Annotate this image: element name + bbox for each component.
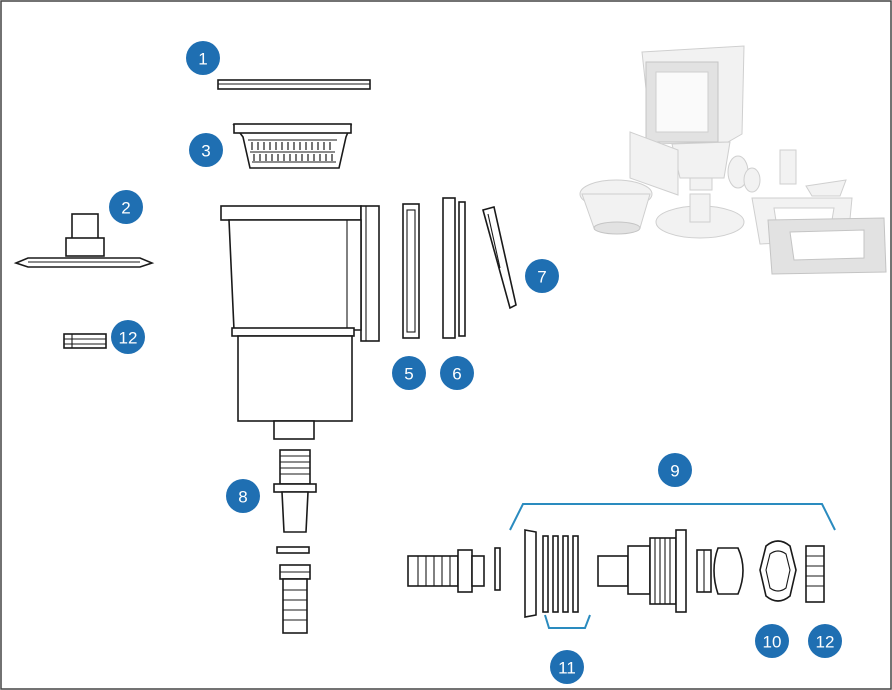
badge-part-9: 9 <box>658 453 692 487</box>
badge-part-10: 10 <box>755 624 789 658</box>
part-faceplate-6 <box>442 197 466 339</box>
badge-part-12-left: 12 <box>111 320 145 354</box>
bracket-part-11 <box>544 614 591 629</box>
part-lid <box>217 79 371 90</box>
badge-part-12-right-label: 12 <box>816 633 835 652</box>
badge-part-3: 3 <box>189 133 223 167</box>
product-photo <box>579 45 887 275</box>
part-eyeball-10 <box>759 540 797 602</box>
part-flap-7 <box>482 206 517 310</box>
badge-part-9-label: 9 <box>670 462 679 481</box>
badge-part-1-label: 1 <box>198 50 207 69</box>
part-skimmer-body <box>220 205 380 440</box>
part-gasket-5 <box>402 203 420 339</box>
badge-part-1: 1 <box>186 41 220 75</box>
badge-part-8: 8 <box>226 479 260 513</box>
part-skim-vac-plate <box>13 213 155 268</box>
badge-part-2: 2 <box>109 190 143 224</box>
badge-part-2-label: 2 <box>121 199 130 218</box>
badge-part-10-label: 10 <box>763 633 782 652</box>
badge-part-6: 6 <box>440 356 474 390</box>
badge-part-11-label: 11 <box>558 659 576 678</box>
badge-part-8-label: 8 <box>238 488 247 507</box>
bracket-part-9 <box>509 503 836 531</box>
badge-part-6-label: 6 <box>452 365 461 384</box>
part-return-fitting <box>597 529 744 613</box>
part-nut-right <box>805 545 825 603</box>
badge-part-12-right: 12 <box>808 624 842 658</box>
badge-part-7: 7 <box>525 259 559 293</box>
part-gasket-set-11 <box>524 529 579 618</box>
part-hose-adapter <box>407 547 501 593</box>
part-small-pipe-pieces <box>276 546 311 634</box>
part-nut-left <box>63 333 107 349</box>
badge-part-12-left-label: 12 <box>119 329 138 348</box>
badge-part-7-label: 7 <box>537 268 546 287</box>
part-connector-8 <box>273 449 317 533</box>
badge-part-11: 11 <box>550 650 584 684</box>
badge-part-5-label: 5 <box>404 365 413 384</box>
part-basket <box>232 123 353 169</box>
badge-part-3-label: 3 <box>201 142 210 161</box>
badge-part-5: 5 <box>392 356 426 390</box>
